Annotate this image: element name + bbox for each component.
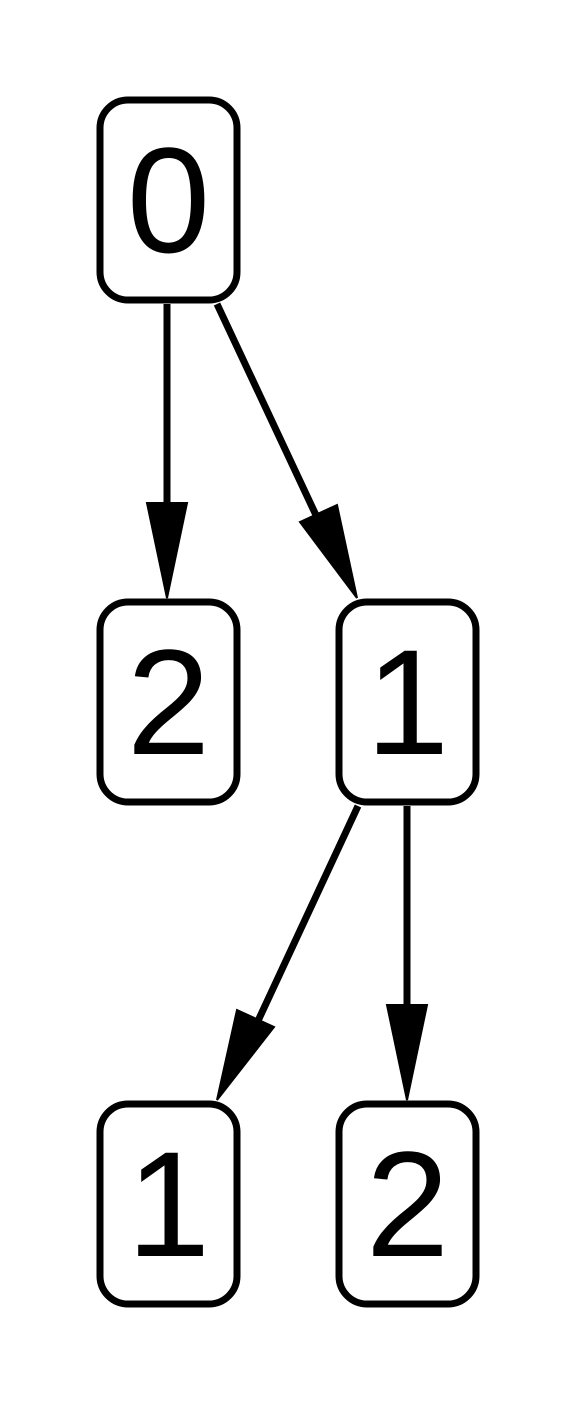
edge-root-to-right	[213, 302, 358, 599]
node-right: 1	[335, 598, 480, 806]
node-label: 1	[366, 618, 449, 786]
node-root: 0	[96, 96, 241, 304]
edge-root-to-left	[145, 304, 189, 599]
nodes: 0 2 1 1 2	[96, 96, 480, 1308]
node-box	[335, 598, 480, 806]
node-box	[96, 96, 241, 304]
edge-right-to-bottom-right	[385, 806, 429, 1101]
node-label: 2	[366, 1120, 449, 1288]
node-left: 2	[96, 598, 241, 806]
node-label: 1	[127, 1120, 210, 1288]
node-bottom-right: 2	[335, 1100, 480, 1308]
node-label: 2	[127, 618, 210, 786]
node-label: 0	[127, 116, 210, 284]
node-box	[335, 1100, 480, 1308]
edge-right-to-bottom-left	[216, 804, 362, 1101]
edges	[145, 302, 429, 1101]
node-box	[96, 598, 241, 806]
node-box	[96, 1100, 241, 1308]
node-bottom-left: 1	[96, 1100, 241, 1308]
